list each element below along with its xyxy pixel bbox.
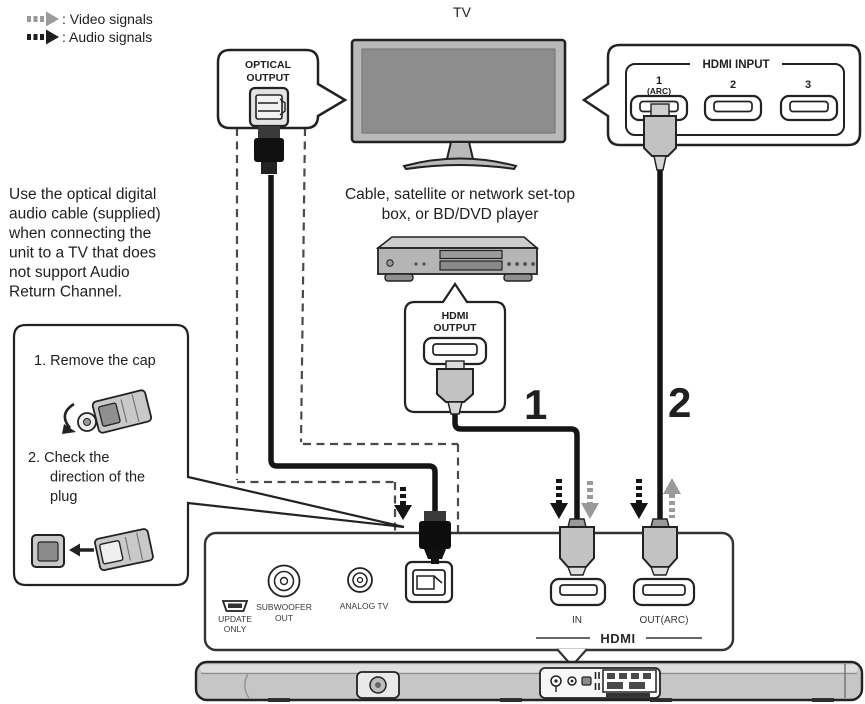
optical-output-label-line1: OPTICAL — [245, 59, 292, 71]
optical-input-port-icon — [404, 560, 454, 604]
subwoofer-label-line2: OUT — [275, 613, 293, 623]
tv-label: TV — [453, 4, 472, 20]
step1-label: 1. Remove the cap — [34, 353, 156, 369]
source-caption-line2: box, or BD/DVD player — [382, 206, 539, 223]
legend: : Video signals : Audio signals — [27, 11, 153, 45]
hdmi-out-arc-label: OUT(ARC) — [640, 615, 689, 626]
legend-audio-label: : Audio signals — [62, 29, 152, 45]
soundbar-illustration — [194, 660, 864, 702]
signal-direction-arrows — [394, 478, 681, 520]
remove-cap-illustration — [62, 389, 153, 434]
tv-illustration — [350, 38, 567, 171]
hdmi-plug-source — [436, 360, 474, 415]
optical-output-port-icon — [248, 86, 290, 128]
soundbar-rear-panel-view: UPDATE ONLY SUBWOOFER OUT ANALOG TV — [203, 531, 735, 668]
hdmi-input-port2-icon — [703, 94, 763, 122]
optical-audio-down-arrow-icon — [394, 487, 412, 520]
hdmi-in-label: IN — [572, 615, 582, 626]
update-only-label-line2: ONLY — [224, 624, 247, 634]
optical-plug-top — [254, 126, 284, 174]
optical-output-callout: OPTICAL OUTPUT — [216, 48, 348, 174]
hdmi-input-port3-icon — [779, 94, 839, 122]
hdmi-plug-soundbar-in — [559, 518, 595, 576]
step2-label-line3: plug — [50, 489, 77, 505]
hdmi-out-audio-up-arrow-icon — [663, 478, 681, 518]
source-caption-line1: Cable, satellite or network set-top — [345, 186, 575, 203]
hdmi-in-audio-down-arrow-icon — [550, 479, 568, 519]
svg-text:when connecting the: when connecting the — [8, 225, 151, 242]
update-only-usb-port-icon — [221, 600, 249, 612]
hdmi-in-port-icon — [549, 577, 607, 607]
update-only-label-line1: UPDATE — [218, 614, 252, 624]
hdmi-output-label-line2: OUTPUT — [433, 322, 477, 334]
hdmi-plug-soundbar-out — [642, 518, 678, 576]
subwoofer-label-line1: SUBWOOFER — [256, 602, 312, 612]
hdmi-logo: HDMI — [600, 631, 635, 646]
step2-label-line1: 2. Check the — [28, 450, 109, 466]
cap-instructions-callout: 1. Remove the cap 2. Check the direction… — [12, 323, 405, 587]
analog-tv-jack-icon — [347, 567, 373, 593]
svg-text:audio cable (supplied): audio cable (supplied) — [9, 206, 161, 223]
optical-note-text: Use the optical digital audio cable (sup… — [8, 186, 161, 301]
hdmi-out-arc-port-icon — [632, 577, 696, 607]
optical-cable — [268, 175, 438, 513]
hdmi-output-callout: HDMI OUTPUT — [403, 282, 507, 415]
subwoofer-out-jack-icon — [267, 564, 301, 598]
legend-video-label: : Video signals — [62, 11, 153, 27]
hdmi-input-callout: HDMI INPUT 1 (ARC) 2 3 — [581, 43, 862, 171]
set-top-box-illustration — [375, 236, 540, 282]
svg-text:unit to a TV that does: unit to a TV that does — [9, 245, 156, 262]
step2-label-line2: direction of the — [50, 470, 145, 486]
svg-text:not support Audio: not support Audio — [9, 264, 130, 281]
hdmi-input-port2-number: 2 — [730, 79, 736, 91]
audio-signal-arrow-icon — [27, 29, 59, 45]
soundbar-connection-panel — [539, 667, 661, 699]
video-signal-arrow-icon — [27, 11, 59, 27]
hdmi-output-port-icon — [422, 336, 488, 366]
hdmi-out-video-down-arrow-icon — [630, 479, 648, 519]
cable-1-number: 1 — [524, 381, 547, 428]
hdmi-in-video-down-arrow-icon — [581, 481, 599, 519]
optical-plug-bottom — [419, 511, 451, 564]
svg-text:Use the optical digital: Use the optical digital — [9, 186, 156, 203]
hdmi-input-port3-number: 3 — [805, 79, 811, 91]
hdmi-input-port1-number: 1 — [656, 75, 662, 87]
cable-2-number: 2 — [668, 379, 691, 426]
hdmi-plug-tv-input — [643, 103, 677, 171]
soundbar-mount-plate — [356, 671, 400, 699]
plug-direction-illustration — [31, 528, 154, 572]
hdmi-input-title: HDMI INPUT — [702, 59, 769, 71]
hdmi-cable-1 — [452, 412, 580, 520]
hdmi-input-port1-arc: (ARC) — [647, 86, 671, 96]
hdmi-output-label-line1: HDMI — [442, 310, 469, 322]
analog-tv-label: ANALOG TV — [340, 601, 389, 611]
svg-text:Return Channel.: Return Channel. — [9, 284, 122, 301]
optical-output-label-line2: OUTPUT — [246, 72, 290, 84]
